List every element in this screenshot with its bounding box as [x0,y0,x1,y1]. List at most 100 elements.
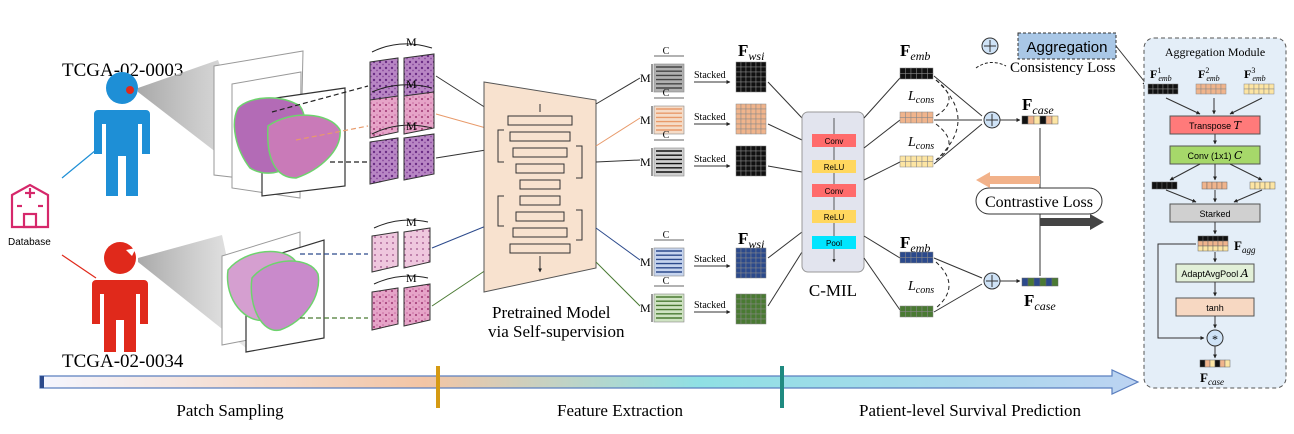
feature-stack-3: CM [640,130,685,177]
fcase-label-top: Fcase [1022,95,1054,117]
cmil-layer-label-4: ReLU [824,213,845,222]
patch-group-2 [369,84,435,139]
module-adaptpool-label: AdaptAvgPool A [1181,267,1248,280]
feature-count-label: M [640,301,651,315]
cmil-layer-relu-2 [812,210,856,223]
wsi-slides-bottom [221,231,325,353]
legend: Aggregation Consistency Loss [975,32,1149,87]
contrastive-arrow-dark [1040,214,1104,230]
view-beam-bottom [138,235,246,348]
fwsi-label-bottom: Fwsi [738,229,764,251]
patch-m-label-1: M [406,35,417,49]
stage-label-2: Feature Extraction [557,401,684,420]
cmil-layer-label-2: ReLU [824,163,845,172]
patch-m-label-2: M [406,77,417,91]
wsi-slides-top [213,50,346,199]
patient-id-bottom: TCGA-02-0034 [62,351,184,372]
stage-marker-teal [780,366,784,408]
module-input-bars [1147,83,1275,95]
wsi-feature-grids [735,61,767,325]
cmil-layer-conv-2 [812,184,856,197]
legend-consistency-label: Consistency Loss [1010,60,1116,76]
feature-stack-1: CM [640,46,685,93]
patch-group-4 [371,219,431,273]
embedding-bars [899,67,934,318]
contrastive-loss-label: Contrastive Loss [985,194,1093,211]
database-link-bottom [61,254,97,279]
aggregation-module-title: Aggregation Module [1165,45,1265,59]
emb-bar-1 [899,67,934,80]
legend-aggregation-label: Aggregation [1027,39,1108,56]
legend-consistency-arc [975,62,1007,69]
stacked-label-4: Stacked [694,254,726,265]
wsi-grid-2 [735,103,767,135]
pretrained-model-label-2: via Self-supervision [488,322,625,341]
stacked-labels: Stacked Stacked Stacked Stacked Stacked [694,70,726,311]
feature-count-label: M [640,155,651,169]
feature-count-label: M [640,255,651,269]
feature-count-label: M [640,113,651,127]
case-bar-bottom [1021,277,1059,287]
fcase-label-bottom: Fcase [1024,291,1056,313]
lcons-label-3: Lcons [907,279,934,296]
module-case-bar [1199,359,1231,368]
cmil-input-lines [767,81,803,307]
emb-bar-2 [899,111,934,124]
module-skip-path [1157,243,1205,340]
module-conv1x1-label: Conv (1x1) C [1188,149,1244,162]
emb-bar-3 [899,155,934,168]
database-link-top [61,149,97,179]
pretrained-model-label-1: Pretrained Model [492,303,611,322]
patient-id-top: TCGA-02-0003 [62,60,183,81]
agg-row-3 [1197,245,1229,252]
emb-bar-5 [899,305,934,318]
feature-dim-label: C [663,276,670,287]
module-multiply-symbol: * [1212,332,1218,346]
cmil-layer-label-5: Pool [826,239,842,248]
stacked-label-3: Stacked [694,154,726,165]
legend-to-module-arrow [1115,45,1149,87]
legend-aggregation-box [1017,32,1117,60]
feature-count-label: M [640,71,651,85]
module-mid-bar-1 [1151,181,1178,190]
module-input-bar-2 [1195,83,1227,95]
module-tanh-label: tanh [1206,303,1224,313]
model-input-lines [431,75,487,307]
timeline-start-marker [40,376,44,388]
cmil-layer-label-1: Conv [825,137,844,146]
feature-dim-label: C [663,46,670,57]
legend-aggregation-symbol [981,37,999,55]
wsi-grid-3 [735,145,767,177]
cmil-block: Conv ReLU Conv ReLU Pool [801,111,865,273]
module-fcase-label: Fcase [1200,370,1224,387]
fwsi-label-top: Fwsi [738,41,764,63]
patch-group-5 [371,275,431,331]
case-bar-top [1021,115,1059,125]
aggregation-node-top [983,111,1001,129]
stacked-arrows [694,80,731,314]
cmil-output-lines [863,77,901,311]
patch-m-label-3: M [406,119,417,133]
agg-row-2 [1197,240,1229,247]
lcons-label-1: Lcons [907,89,934,106]
wsi-grid-1 [735,61,767,93]
contrastive-loss-box [975,187,1103,215]
module-mid-bar-2 [1201,181,1228,190]
module-mid-bars [1151,181,1276,190]
wsi-grid-5 [735,293,767,325]
feature-dim-label: C [663,88,670,99]
cmil-title: C-MIL [809,281,857,300]
agg-feature-bar [1197,235,1229,252]
cmil-layer-label-3: Conv [825,187,844,196]
consistency-arcs [935,79,959,309]
database-icon [10,183,50,229]
feature-stack-4: CM [640,230,685,277]
module-transpose-label: Transpose T [1189,119,1243,132]
feature-stack-2: CM [640,88,685,135]
patient-icon-top [94,72,150,196]
